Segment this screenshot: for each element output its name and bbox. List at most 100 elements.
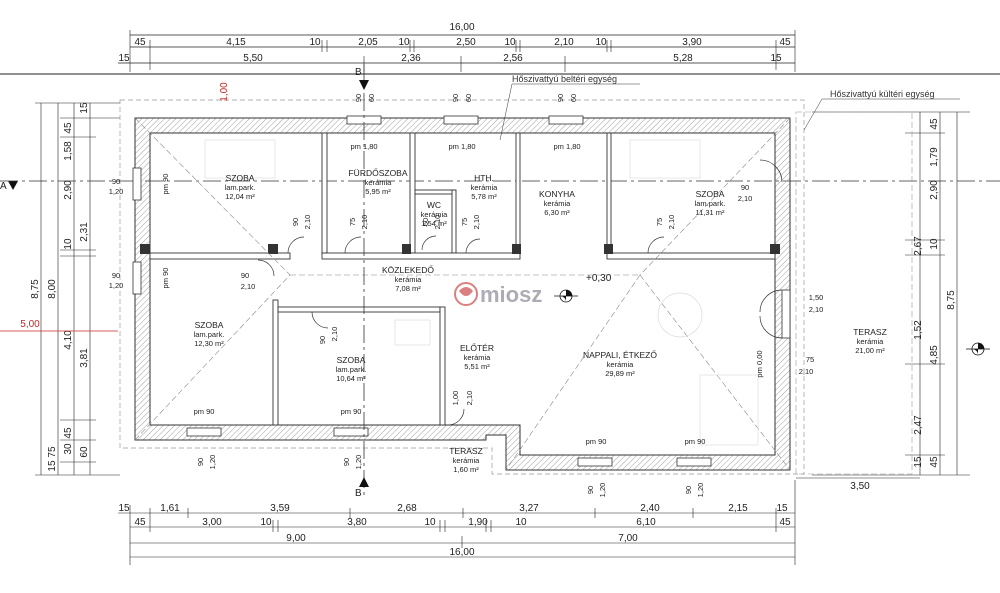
svg-text:90: 90	[318, 336, 327, 344]
right-dim-labels: 45 1,79 2,90 10 2,67 1,52 4,85 2,47 15 4…	[850, 118, 957, 492]
svg-text:pm 1,80: pm 1,80	[553, 142, 580, 151]
svg-text:10: 10	[929, 238, 940, 250]
top-dimensions	[0, 30, 1000, 75]
svg-text:30: 30	[63, 443, 74, 455]
svg-text:8,75: 8,75	[946, 290, 957, 310]
svg-text:15: 15	[79, 102, 90, 114]
svg-text:4,15: 4,15	[226, 37, 246, 48]
svg-text:60: 60	[464, 94, 473, 102]
svg-text:KONYHA: KONYHA	[539, 189, 575, 199]
svg-text:pm 90: pm 90	[194, 407, 215, 416]
svg-text:15: 15	[118, 53, 130, 64]
svg-text:75: 75	[47, 446, 58, 458]
bottom-dimensions	[118, 480, 796, 565]
svg-text:2,10: 2,10	[472, 215, 481, 230]
svg-text:60: 60	[421, 218, 430, 226]
svg-text:6,10: 6,10	[636, 517, 656, 528]
svg-text:2,10: 2,10	[465, 391, 474, 406]
svg-text:2,15: 2,15	[728, 503, 748, 514]
svg-text:1,20: 1,20	[696, 483, 705, 498]
svg-text:1,52: 1,52	[913, 320, 924, 340]
svg-text:8,00: 8,00	[47, 279, 58, 299]
building	[119, 99, 805, 475]
svg-text:kerámia: kerámia	[464, 353, 492, 362]
svg-text:75: 75	[655, 218, 664, 226]
svg-text:10: 10	[424, 517, 436, 528]
svg-text:1,20: 1,20	[354, 455, 363, 470]
svg-text:15: 15	[776, 503, 788, 514]
svg-text:90: 90	[354, 94, 363, 102]
top-dim-row2: 45 4,15 10 2,05 10 2,50 10 2,10 10 3,90 …	[134, 37, 791, 48]
svg-text:2,10: 2,10	[303, 215, 312, 230]
svg-text:45: 45	[134, 517, 146, 528]
svg-text:6,30 m²: 6,30 m²	[544, 208, 570, 217]
svg-text:2,10: 2,10	[554, 37, 574, 48]
svg-text:kerámia: kerámia	[544, 199, 572, 208]
svg-text:2,56: 2,56	[503, 53, 523, 64]
svg-text:SZOBA: SZOBA	[195, 320, 224, 330]
svg-text:2,10: 2,10	[330, 327, 339, 342]
svg-text:1,61: 1,61	[160, 503, 180, 514]
svg-text:2,10: 2,10	[433, 215, 442, 230]
svg-text:1,54 m²: 1,54 m²	[421, 219, 447, 228]
svg-text:2,50: 2,50	[456, 37, 476, 48]
svg-text:2,90: 2,90	[63, 180, 74, 200]
svg-text:4,85: 4,85	[929, 345, 940, 365]
svg-text:TERASZ: TERASZ	[449, 446, 483, 456]
svg-text:8,75: 8,75	[30, 279, 41, 299]
svg-text:SZOBA: SZOBA	[696, 189, 725, 199]
svg-text:60: 60	[367, 94, 376, 102]
svg-text:10: 10	[398, 37, 410, 48]
svg-text:2,68: 2,68	[397, 503, 417, 514]
svg-text:45: 45	[63, 122, 74, 134]
svg-text:90: 90	[196, 458, 205, 466]
svg-text:1,20: 1,20	[208, 455, 217, 470]
right-dimensions	[796, 111, 970, 479]
svg-text:lam.park.: lam.park.	[336, 365, 367, 374]
svg-text:3,27: 3,27	[519, 503, 539, 514]
svg-text:2,05: 2,05	[358, 37, 378, 48]
svg-text:lam.park.: lam.park.	[194, 330, 225, 339]
svg-text:90: 90	[684, 486, 693, 494]
svg-text:45: 45	[63, 427, 74, 439]
svg-text:5,78 m²: 5,78 m²	[471, 192, 497, 201]
svg-text:90: 90	[241, 271, 249, 280]
svg-text:1,00: 1,00	[451, 391, 460, 406]
svg-text:12,30 m²: 12,30 m²	[194, 339, 224, 348]
svg-text:lam.park.: lam.park.	[225, 183, 256, 192]
bottom-dim-row1: 15 1,61 3,59 2,68 3,27 2,40 2,15 15	[118, 503, 788, 514]
svg-text:1,20: 1,20	[598, 483, 607, 498]
section-b-bottom-arrow	[359, 477, 369, 487]
svg-text:10: 10	[504, 37, 516, 48]
svg-text:29,89 m²: 29,89 m²	[605, 369, 635, 378]
svg-text:1,58: 1,58	[63, 141, 74, 161]
section-b-top: B	[355, 67, 362, 78]
svg-text:90: 90	[741, 183, 749, 192]
svg-text:KÖZLEKEDŐ: KÖZLEKEDŐ	[382, 265, 434, 275]
svg-text:45: 45	[779, 37, 791, 48]
svg-text:2,10: 2,10	[738, 194, 753, 203]
left-dim-labels: 8,75 8,00 45 1,58 2,90 10 4,10 45 75 15 …	[30, 102, 90, 472]
svg-text:kerámia: kerámia	[857, 337, 885, 346]
terrace-outline	[795, 111, 913, 475]
svg-text:Hőszivattyú beltéri egység: Hőszivattyú beltéri egység	[512, 74, 617, 84]
svg-text:1,50: 1,50	[809, 293, 824, 302]
opening-labels: 90 60 pm 1,80 90 60 pm 1,80 90 60 pm 1,8…	[109, 94, 824, 497]
svg-text:1,60 m²: 1,60 m²	[453, 465, 479, 474]
svg-text:pm 1,80: pm 1,80	[448, 142, 475, 151]
svg-text:NAPPALI, ÉTKEZŐ: NAPPALI, ÉTKEZŐ	[583, 350, 657, 360]
top-dim-row3: 15 5,50 2,36 2,56 5,28 15	[118, 53, 782, 64]
svg-text:miosz: miosz	[480, 282, 542, 307]
svg-text:11,31 m²: 11,31 m²	[695, 208, 725, 217]
svg-text:kerámia: kerámia	[365, 178, 393, 187]
svg-text:2,10: 2,10	[809, 305, 824, 314]
